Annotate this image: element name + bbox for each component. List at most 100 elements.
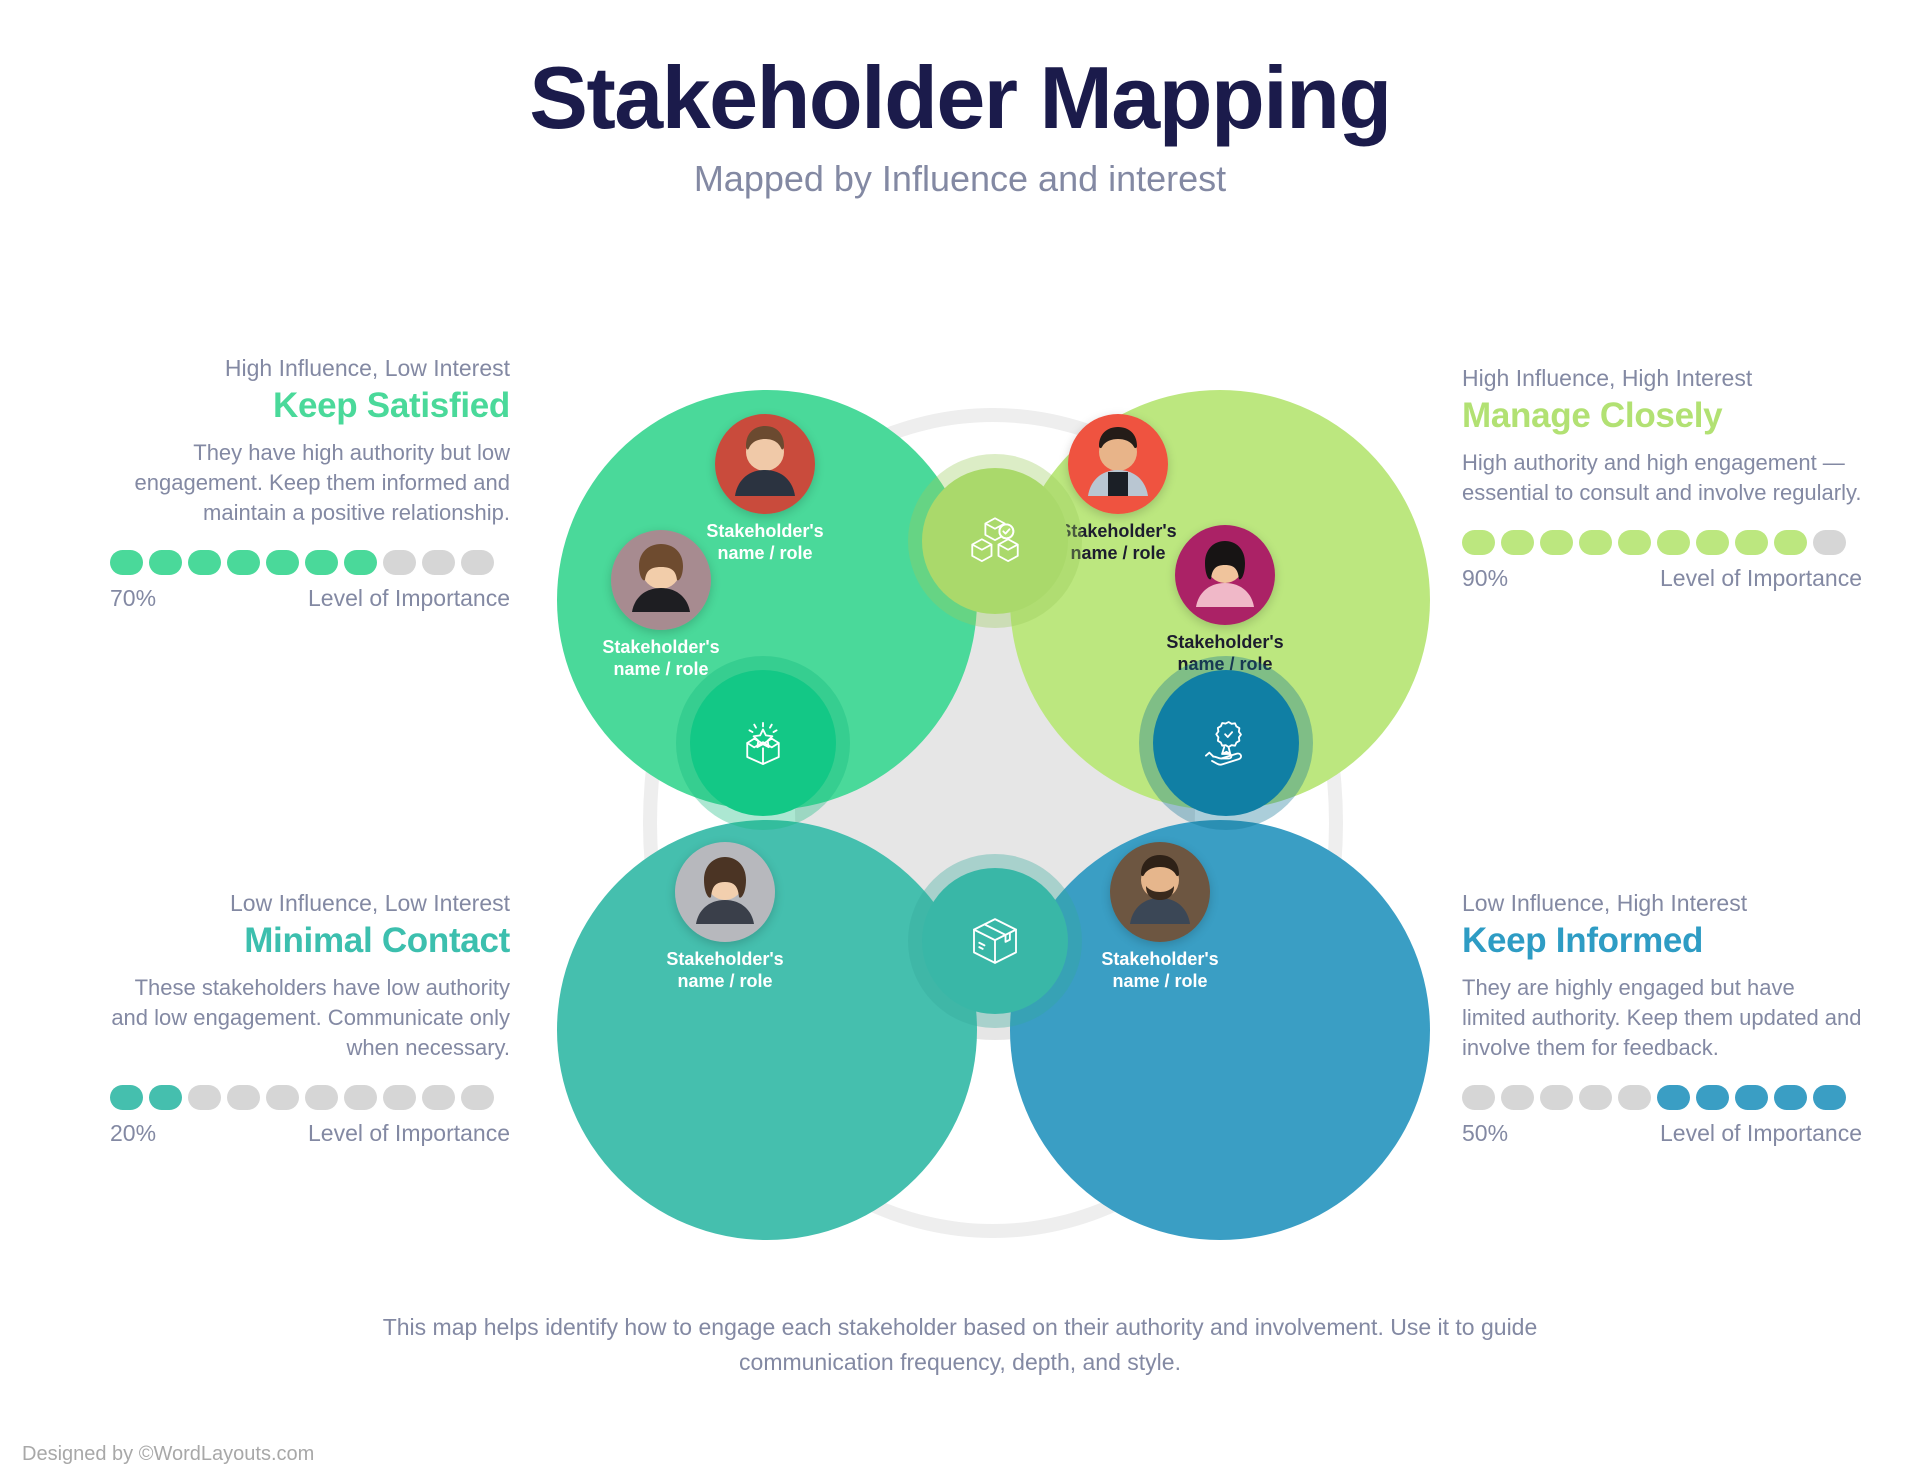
meter-pip (110, 550, 143, 576)
stakeholder-card[interactable]: Stakeholder's name / role (685, 414, 845, 565)
meter-pip (149, 550, 182, 576)
bubble-halo (1139, 656, 1313, 830)
meter-pip (1579, 1085, 1612, 1111)
stakeholder-card[interactable]: Stakeholder's name / role (1038, 414, 1198, 565)
meter-pip (461, 1085, 494, 1111)
stakeholder-diagram: Stakeholder's name / role Stakeholder's … (555, 380, 1435, 1260)
meter-pip (1540, 1085, 1573, 1111)
quadrant-eyebrow: Low Influence, Low Interest (230, 890, 510, 916)
meter-pip (266, 550, 299, 576)
meter-footer: 20% Level of Importance (110, 1120, 510, 1147)
quadrant-description: These stakeholders have low authority an… (111, 975, 510, 1061)
meter-caption: Level of Importance (307, 585, 510, 612)
meter-footer: 90% Level of Importance (1462, 565, 1862, 592)
meter-footer: 70% Level of Importance (110, 585, 510, 612)
quadrant-heading: Keep Satisfied (273, 386, 510, 425)
meter-pip (422, 550, 455, 576)
meter-pip (1657, 1085, 1690, 1111)
quadrant-description: High authority and high engagement — ess… (1462, 450, 1862, 506)
meter-pip (1696, 1085, 1729, 1111)
meter-pip (110, 1085, 143, 1111)
quadrant-block-minimal-contact: Low Influence, Low Interest Minimal Cont… (110, 890, 510, 1147)
meter-pip (461, 550, 494, 576)
center-icon-bubble-left[interactable] (676, 656, 850, 830)
avatar (715, 414, 815, 514)
quadrant-eyebrow: High Influence, Low Interest (224, 355, 510, 381)
designer-credit: Designed by ©WordLayouts.com (22, 1443, 315, 1465)
avatar (1175, 525, 1275, 625)
meter-pip (227, 550, 260, 576)
meter-pip (188, 1085, 221, 1111)
avatar (1110, 842, 1210, 942)
meter-pip (149, 1085, 182, 1111)
meter-pip (305, 1085, 338, 1111)
meter-pip (1774, 1085, 1807, 1111)
stakeholder-card[interactable]: Stakeholder's name / role (581, 530, 741, 681)
page-subtitle: Mapped by Influence and interest (693, 158, 1227, 200)
meter-pip (1618, 1085, 1651, 1111)
meter-pip (383, 550, 416, 576)
percent-label: 20% (110, 1120, 157, 1147)
importance-meter (1462, 1085, 1862, 1111)
center-icon-bubble-right[interactable] (1139, 656, 1313, 830)
quadrant-circle-keep-informed[interactable] (1010, 820, 1430, 1240)
importance-meter (110, 1085, 510, 1111)
quadrant-description: They have high authority but low engagem… (134, 440, 510, 526)
cubes-check-icon (971, 517, 1019, 563)
meter-pip (383, 1085, 416, 1111)
meter-pip (188, 550, 221, 576)
meter-pip (305, 550, 338, 576)
percent-label: 70% (110, 585, 157, 612)
center-icon-bubble-bottom[interactable] (908, 854, 1082, 1028)
meter-caption: Level of Importance (1659, 565, 1862, 592)
quadrant-heading: Keep Informed (1462, 921, 1704, 960)
meter-pip (1735, 1085, 1768, 1111)
meter-caption: Level of Importance (307, 1120, 510, 1147)
quadrant-heading: Manage Closely (1462, 396, 1723, 435)
meter-pip (1540, 530, 1573, 556)
quadrant-eyebrow: Low Influence, High Interest (1462, 890, 1748, 916)
meter-pip (266, 1085, 299, 1111)
avatar (1068, 414, 1168, 514)
quadrant-description: They are highly engaged but have limited… (1462, 975, 1862, 1061)
quadrant-heading: Minimal Contact (244, 921, 510, 960)
meter-pip (1813, 530, 1846, 556)
stakeholder-card[interactable]: Stakeholder's name / role (1145, 525, 1305, 676)
meter-pip (1657, 530, 1690, 556)
quadrant-block-keep-satisfied: High Influence, Low Interest Keep Satisf… (110, 355, 510, 612)
meter-pip (1774, 530, 1807, 556)
meter-pip (344, 1085, 377, 1111)
importance-meter (1462, 530, 1862, 556)
meter-pip (422, 1085, 455, 1111)
stakeholder-card[interactable]: Stakeholder's name / role (1075, 842, 1245, 993)
meter-pip (1501, 1085, 1534, 1111)
stakeholder-label: Stakeholder's name / role (1101, 949, 1219, 991)
meter-pip (1813, 1085, 1846, 1111)
quadrant-block-keep-informed: Low Influence, High Interest Keep Inform… (1462, 890, 1862, 1147)
percent-label: 90% (1462, 565, 1509, 592)
center-icon-bubble-top[interactable] (908, 454, 1082, 628)
meter-pip (1462, 530, 1495, 556)
stakeholder-label: Stakeholder's name / role (1059, 521, 1177, 563)
meter-pip (227, 1085, 260, 1111)
stakeholder-card[interactable]: Stakeholder's name / role (640, 842, 810, 993)
meter-footer: 50% Level of Importance (1462, 1120, 1862, 1147)
meter-pip (1501, 530, 1534, 556)
package-box-icon (973, 918, 1017, 964)
stakeholder-label: Stakeholder's name / role (1166, 632, 1284, 674)
avatar (611, 530, 711, 630)
meter-pip (344, 550, 377, 576)
meter-pip (1696, 530, 1729, 556)
stakeholder-label: Stakeholder's name / role (706, 521, 824, 563)
stakeholder-label: Stakeholder's name / role (666, 949, 784, 991)
meter-pip (1579, 530, 1612, 556)
quadrant-eyebrow: High Influence, High Interest (1462, 365, 1753, 391)
page-title: Stakeholder Mapping (529, 48, 1392, 147)
open-box-star-icon (746, 721, 780, 765)
meter-caption: Level of Importance (1659, 1120, 1862, 1147)
avatar (675, 842, 775, 942)
meter-pip (1735, 530, 1768, 556)
quadrant-block-manage-closely: High Influence, High Interest Manage Clo… (1462, 365, 1862, 592)
meter-pip (1462, 1085, 1495, 1111)
